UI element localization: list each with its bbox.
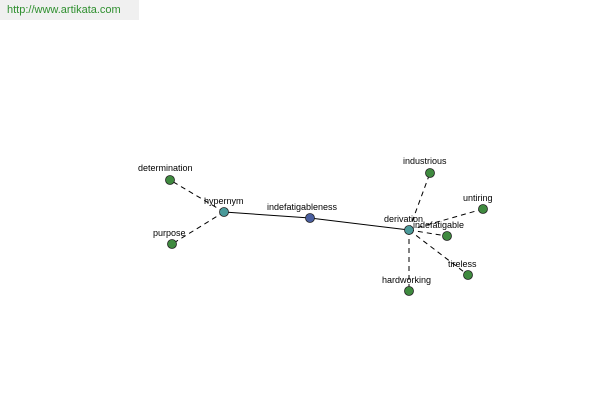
node-label-determination[interactable]: determination	[138, 163, 193, 173]
node-hardworking[interactable]	[404, 286, 414, 296]
node-determination[interactable]	[165, 175, 175, 185]
edge-indefatigableness-derivation	[309, 217, 410, 231]
node-label-indefatigableness[interactable]: indefatigableness	[267, 202, 338, 212]
node-untiring[interactable]	[478, 204, 488, 214]
node-indefatigable[interactable]	[442, 231, 452, 241]
edge-derivation-indefatigable	[408, 229, 448, 237]
node-label-purpose[interactable]: purpose	[153, 228, 186, 238]
edge-derivation-untiring	[408, 208, 484, 231]
nodes-layer: indefatigableness hypernym derivation deter…	[138, 156, 493, 296]
node-industrious[interactable]	[425, 168, 435, 178]
edge-hypernym-determination	[169, 179, 225, 213]
node-purpose[interactable]	[167, 239, 177, 249]
edge-derivation-industrious	[408, 172, 431, 231]
node-tireless[interactable]	[463, 270, 473, 280]
edges-layer	[169, 172, 484, 291]
node-derivation[interactable]	[404, 225, 414, 235]
node-label-untiring[interactable]: untiring	[463, 193, 493, 203]
node-label-indefatigable[interactable]: indefatigable	[413, 220, 464, 230]
node-label-tireless[interactable]: tireless	[448, 259, 477, 269]
node-indefatigableness[interactable]	[305, 213, 315, 223]
node-hypernym[interactable]	[219, 207, 229, 217]
node-label-hypernym[interactable]: hypernym	[204, 196, 244, 206]
node-label-industrious[interactable]: industrious	[403, 156, 447, 166]
node-label-derivation[interactable]: derivation	[384, 214, 423, 224]
source-link[interactable]: http://www.artikata.com	[7, 4, 121, 16]
edge-hypernym-purpose	[171, 211, 225, 245]
source-bar: http://www.artikata.com	[0, 0, 139, 20]
node-label-hardworking[interactable]: hardworking	[382, 275, 431, 285]
edge-derivation-tireless	[408, 229, 469, 276]
edge-hypernym-indefatigableness	[223, 211, 311, 219]
